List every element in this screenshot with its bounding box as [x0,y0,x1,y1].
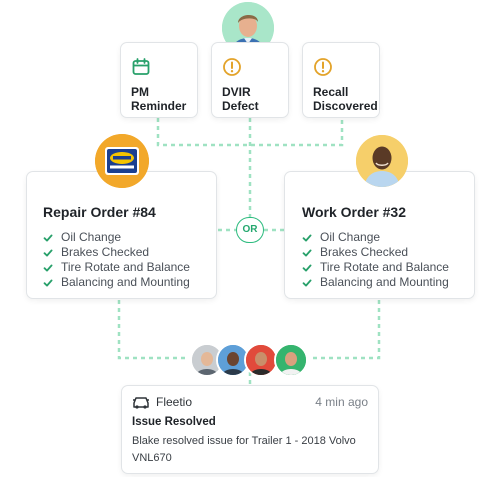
team-avatar-4 [274,343,308,377]
task-item: Brakes Checked [43,245,216,260]
check-icon [302,249,312,256]
repair-order-title: Repair Order #84 [43,204,156,220]
notification-time: 4 min ago [315,395,368,409]
calendar-icon [132,58,150,75]
task-item: Tire Rotate and Balance [302,260,474,275]
check-icon [302,279,312,286]
check-icon [302,264,312,271]
task-label: Tire Rotate and Balance [61,260,190,274]
notification-header: Fleetio 4 min ago [132,393,368,411]
team-avatar-3 [244,343,278,377]
task-label: Oil Change [61,230,122,244]
or-badge: OR [236,217,264,243]
task-item: Balancing and Mounting [43,275,216,290]
work-order-title: Work Order #32 [302,204,407,220]
task-item: Brakes Checked [302,245,474,260]
task-item: Tire Rotate and Balance [43,260,216,275]
notification-brand: Fleetio [156,395,193,409]
notification-body: Blake resolved issue for Trailer 1 - 201… [132,435,356,464]
notification-title: Issue Resolved [132,416,216,428]
check-icon [43,249,53,256]
check-icon [43,264,53,271]
technician-avatar [356,135,408,187]
task-item: Balancing and Mounting [302,275,474,290]
napa-autocare-logo [95,134,149,188]
task-item: Oil Change [43,230,216,245]
task-label: Balancing and Mounting [320,275,449,289]
task-label: Brakes Checked [61,245,150,259]
task-label: Tire Rotate and Balance [320,260,449,274]
check-icon [302,234,312,241]
check-icon [43,279,53,286]
check-icon [43,234,53,241]
warning-circle-icon [223,58,241,76]
warning-circle-icon [314,58,332,76]
task-label: Brakes Checked [320,245,409,259]
task-item: Oil Change [302,230,474,245]
notification-card[interactable]: Fleetio 4 min ago Issue Resolved Blake r… [121,385,379,474]
task-label: Oil Change [320,230,381,244]
car-icon [133,397,149,409]
task-label: Balancing and Mounting [61,275,190,289]
